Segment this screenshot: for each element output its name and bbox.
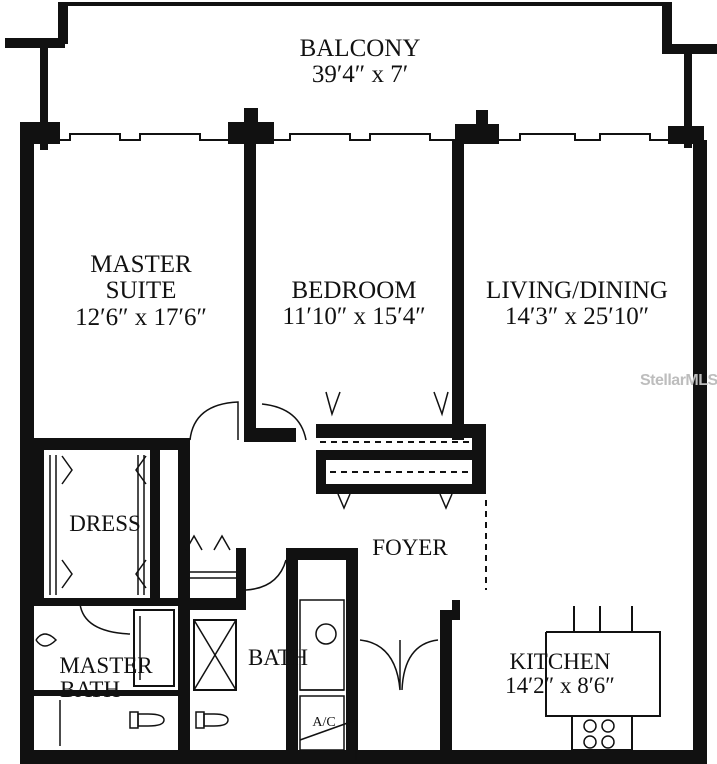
door-swings: [61, 391, 453, 760]
window-wall: [20, 108, 704, 144]
interior-walls: [20, 140, 486, 764]
bedroom-label: BEDROOM 11′10″ x 15′4″: [264, 277, 444, 331]
living-dining-label: LIVING/DINING 14′3″ x 25′10″: [470, 277, 684, 331]
balcony-railing: [5, 2, 717, 150]
living-dining-size: 14′3″ x 25′10″: [504, 303, 650, 331]
fixtures: [35, 571, 661, 751]
master-suite-name-2: SUITE: [105, 277, 177, 305]
master-bath-label: MASTER BATH: [36, 653, 176, 703]
bedroom-name: BEDROOM: [291, 277, 417, 304]
master-suite-name-1: MASTER: [90, 251, 192, 278]
master-bath-name-1: MASTER: [59, 653, 153, 678]
bedroom-size: 11′10″ x 15′4″: [282, 303, 426, 331]
master-suite-label: MASTER SUITE 12′6″ x 17′6″: [56, 251, 226, 331]
balcony-size: 39′4″ x 7′: [311, 61, 409, 89]
kitchen-label: KITCHEN 14′2″ x 8′6″: [480, 649, 640, 699]
balcony-label: BALCONY 39′4″ x 7′: [260, 35, 460, 89]
master-suite-size: 12′6″ x 17′6″: [75, 303, 207, 331]
watermark: StellarMLS: [640, 372, 717, 389]
bath-label: BATH: [247, 645, 309, 670]
kitchen-name: KITCHEN: [509, 649, 611, 674]
balcony-name: BALCONY: [299, 35, 421, 62]
kitchen-size: 14′2″ x 8′6″: [505, 673, 615, 699]
ac-label: A/C: [312, 715, 336, 730]
master-bath-name-2: BATH: [60, 677, 121, 703]
exterior-walls: [20, 140, 707, 764]
dress-label: DRESS: [69, 511, 141, 536]
foyer-label: FOYER: [372, 535, 448, 560]
living-dining-name: LIVING/DINING: [486, 277, 668, 304]
